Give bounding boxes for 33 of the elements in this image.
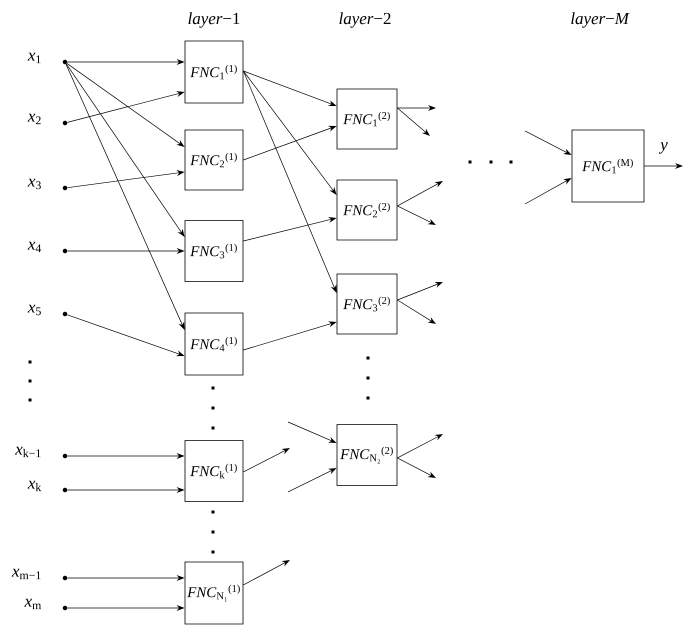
- function-box: FNC$_{3}$(2): [336, 274, 398, 334]
- function-box: FNC$_{1}$(1): [184, 40, 244, 104]
- function-box: FNC$_{N₁}$(1): [184, 562, 244, 624]
- function-box: FNC$_{N₂}$(2): [336, 424, 398, 486]
- node-label: x$_{m}$: [24, 598, 42, 610]
- node-label: x$_{1}$: [28, 52, 41, 64]
- function-box: FNC$_{1}$(M): [572, 130, 644, 202]
- node-label: x$_{k−1}$: [15, 446, 41, 458]
- input-point: x$_{2}$: [28, 114, 68, 126]
- node-label: x$_{3}$: [28, 178, 41, 190]
- node-label: x$_{4}$: [28, 242, 42, 252]
- input-point: x$_{4}$: [28, 242, 68, 254]
- arrow: [397, 108, 430, 136]
- function-box: FNC$_{2}$(2): [336, 180, 398, 240]
- edge-label: y: [658, 142, 668, 154]
- node-label: x$_{m−1}$: [12, 568, 41, 580]
- input-point: x$_{m}$: [24, 598, 68, 610]
- layer-heading: layer−2: [339, 12, 390, 28]
- input-point: x$_{k}$: [28, 480, 68, 492]
- node-label: x$_{5}$: [28, 304, 41, 316]
- function-box: FNC$_{1}$(2): [336, 88, 398, 150]
- input-point: x$_{k−1}$: [15, 446, 68, 458]
- node-label: x$_{2}$: [28, 114, 41, 124]
- function-box: FNC$_{2}$(1): [184, 130, 244, 190]
- function-box: FNC$_{4}$(1): [184, 312, 244, 376]
- layer-heading: layer−M: [571, 12, 630, 28]
- input-point: x$_{1}$: [28, 52, 68, 64]
- input-point: x$_{3}$: [28, 178, 68, 190]
- function-box: FNC$_{k}$(1): [184, 440, 244, 502]
- input-point: x$_{m−1}$: [12, 568, 68, 580]
- node-label: x$_{k}$: [28, 480, 42, 492]
- function-box: FNC$_{3}$(1): [184, 220, 244, 282]
- input-point: x$_{5}$: [28, 304, 68, 316]
